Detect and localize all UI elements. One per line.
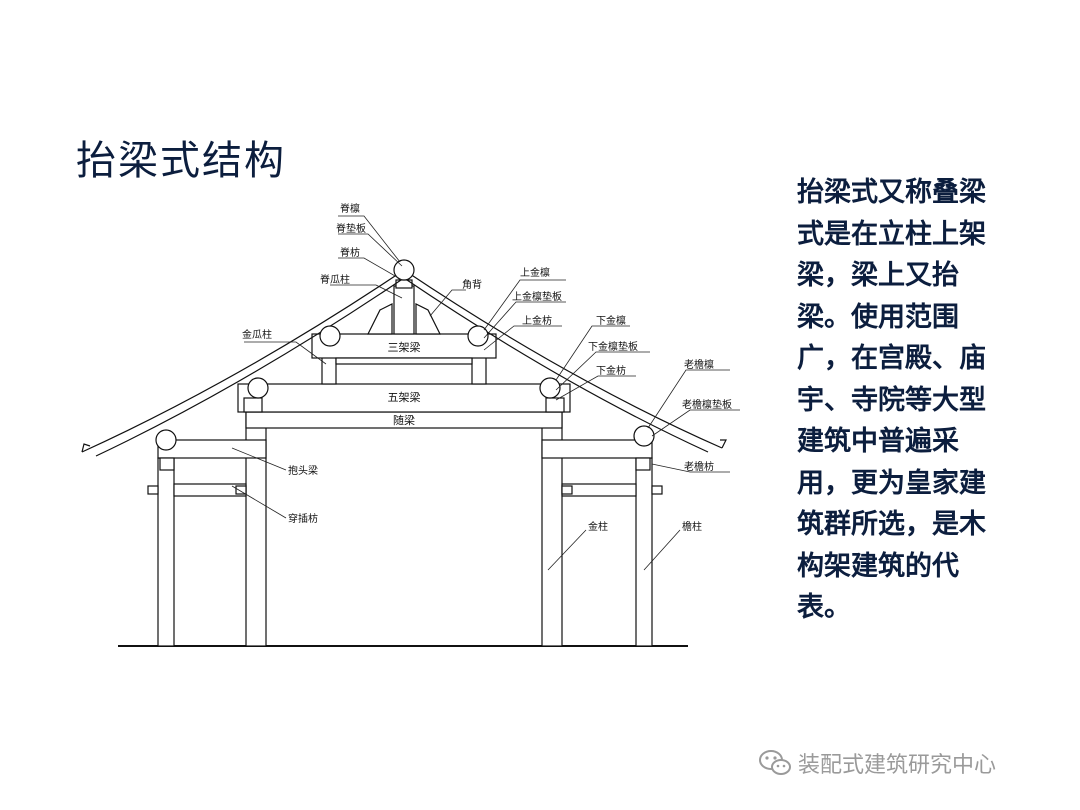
beam-san-jia-liang: 三架梁 (388, 340, 421, 354)
description-text: 抬梁式又称叠梁式是在立柱上架梁，梁上又抬梁。使用范围广，在宫殿、庙宇、寺院等大型… (797, 177, 986, 623)
beam-sui-liang: 随梁 (393, 413, 415, 427)
beam-wu-jia-liang: 五架梁 (388, 390, 421, 404)
label-yan-zhu: 檐柱 (682, 520, 702, 533)
watermark-text: 装配式建筑研究中心 (798, 753, 997, 778)
label-ji-fang: 脊枋 (340, 246, 360, 259)
label-chuan-cha-fang: 穿插枋 (288, 512, 318, 525)
label-lao-yan-lin: 老檐檩 (684, 358, 714, 371)
label-xia-jin-lin-dian-ban: 下金檩垫板 (588, 340, 638, 353)
label-lao-yan-lin-dian-ban: 老檐檩垫板 (682, 398, 732, 411)
label-xia-jin-lin: 下金檩 (596, 314, 626, 327)
label-xia-jin-fang: 下金枋 (596, 364, 626, 377)
structure-lines (81, 259, 727, 647)
wechat-icon (759, 750, 791, 775)
label-jiao-bei: 角背 (462, 278, 482, 291)
label-shang-jin-lin: 上金檩 (520, 266, 550, 279)
label-shang-jin-lin-dian-ban: 上金檩垫板 (512, 290, 562, 303)
label-jin-zhu: 金柱 (588, 520, 608, 533)
label-chao-tou-liang: 抱头梁 (288, 464, 318, 477)
page-title: 抬梁式结构 (76, 138, 286, 184)
label-ji-lin: 脊檩 (340, 202, 360, 215)
leader-lines (231, 215, 740, 571)
label-ji-gua-zhu: 脊瓜柱 (320, 273, 350, 286)
label-shang-jin-fang: 上金枋 (522, 314, 552, 327)
label-ji-dian-ban: 脊垫板 (336, 222, 366, 235)
label-jin-gua-zhu: 金瓜柱 (242, 328, 272, 341)
watermark: 装配式建筑研究中心 (758, 748, 996, 778)
label-lao-yan-fang: 老檐枋 (684, 460, 714, 473)
